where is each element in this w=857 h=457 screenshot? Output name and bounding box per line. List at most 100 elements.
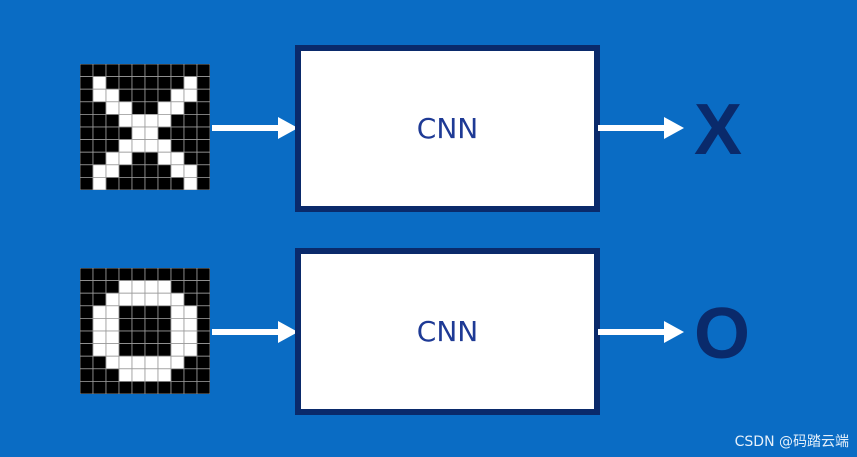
pixel-cell [131, 139, 146, 153]
pixel-cell [105, 177, 120, 190]
pixel-cell [144, 280, 159, 294]
pixel-cell [92, 330, 107, 345]
pixel-cell [105, 164, 120, 178]
pixel-cell [80, 76, 94, 90]
pixel-cell [80, 318, 94, 332]
pixel-cell [157, 381, 172, 394]
pixel-cell [80, 101, 94, 115]
pixel-cell [170, 343, 185, 357]
pixel-cell [144, 164, 159, 178]
pixel-cell [105, 292, 120, 307]
pixel-cell [131, 88, 146, 103]
pixel-cell [170, 368, 185, 382]
pixel-cell [196, 151, 210, 166]
pixel-cell [183, 76, 198, 90]
pixel-cell [183, 101, 198, 115]
pixel-cell [170, 381, 185, 394]
pixel-cell [131, 343, 146, 357]
pixel-cell [105, 381, 120, 394]
pixel-cell [144, 292, 159, 307]
pixel-cell [144, 177, 159, 190]
pixel-cell [105, 126, 120, 141]
pixel-cell [183, 64, 198, 78]
pixel-cell [131, 151, 146, 166]
pixel-cell [80, 305, 94, 319]
pixel-cell [157, 343, 172, 357]
pixel-cell [80, 64, 94, 78]
pixel-cell [80, 292, 94, 307]
pixel-cell [131, 64, 146, 78]
pixel-cell [118, 343, 133, 357]
pixel-cell [92, 381, 107, 394]
pixel-cell [131, 101, 146, 115]
pixel-cell [183, 139, 198, 153]
pixel-cell [92, 64, 107, 78]
output-arrow-o [598, 321, 684, 343]
pixel-cell [92, 318, 107, 332]
pixel-cell [144, 305, 159, 319]
pixel-cell [131, 368, 146, 382]
pixel-cell [118, 139, 133, 153]
pixel-cell [157, 330, 172, 345]
pixel-cell [118, 164, 133, 178]
pixel-cell [131, 381, 146, 394]
pixel-cell [144, 368, 159, 382]
input-image-x-grid [80, 64, 210, 190]
pixel-cell [131, 280, 146, 294]
pixel-cell [196, 305, 210, 319]
pixel-cell [157, 126, 172, 141]
pixel-cell [118, 355, 133, 370]
pixel-cell [170, 101, 185, 115]
pixel-cell [157, 368, 172, 382]
pixel-cell [170, 164, 185, 178]
pixel-cell [92, 139, 107, 153]
pixel-cell [80, 88, 94, 103]
pixel-cell [105, 368, 120, 382]
pixel-cell [105, 139, 120, 153]
pixel-cell [92, 355, 107, 370]
cnn-label-o: CNN [416, 315, 479, 348]
pixel-cell [183, 177, 198, 190]
pixel-cell [92, 343, 107, 357]
pixel-cell [157, 151, 172, 166]
pixel-cell [196, 355, 210, 370]
input-image-o-grid [80, 268, 210, 394]
pixel-cell [157, 280, 172, 294]
pixel-cell [118, 368, 133, 382]
pixel-cell [80, 330, 94, 345]
pixel-cell [144, 151, 159, 166]
pixel-cell [105, 330, 120, 345]
pixel-cell [157, 101, 172, 115]
pixel-cell [196, 101, 210, 115]
pixel-cell [92, 268, 107, 282]
pixel-cell [196, 280, 210, 294]
pixel-cell [118, 76, 133, 90]
pixel-cell [131, 114, 146, 128]
pixel-cell [170, 355, 185, 370]
pixel-cell [170, 330, 185, 345]
pixel-cell [183, 292, 198, 307]
pixel-cell [144, 318, 159, 332]
pixel-cell [144, 343, 159, 357]
output-arrow-x [598, 117, 684, 139]
input-arrow-o [212, 321, 298, 343]
pixel-cell [196, 64, 210, 78]
pixel-cell [80, 280, 94, 294]
pixel-cell [196, 88, 210, 103]
pixel-cell [80, 368, 94, 382]
pixel-cell [196, 292, 210, 307]
pixel-cell [131, 76, 146, 90]
pixel-cell [144, 114, 159, 128]
pixel-cell [196, 139, 210, 153]
pixel-cell [118, 381, 133, 394]
pixel-cell [196, 343, 210, 357]
pixel-cell [131, 164, 146, 178]
pixel-cell [80, 114, 94, 128]
pixel-cell [170, 292, 185, 307]
pixel-cell [80, 268, 94, 282]
pixel-cell [118, 88, 133, 103]
watermark-text: CSDN @码踏云端 [734, 434, 849, 450]
pixel-cell [170, 318, 185, 332]
pixel-cell [183, 114, 198, 128]
